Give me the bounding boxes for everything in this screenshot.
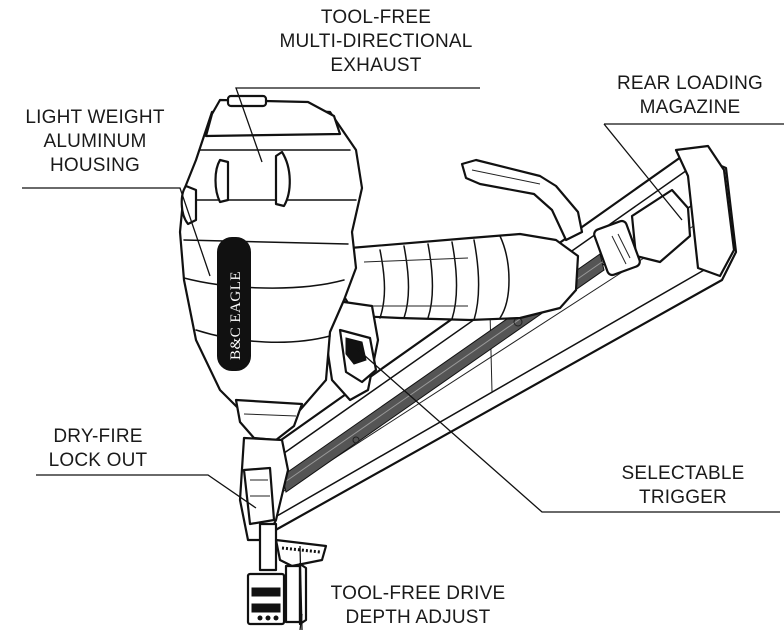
callout-trigger-line-1: SELECTABLE — [621, 463, 745, 484]
callout-exhaust-line-3: EXHAUST — [330, 55, 422, 76]
callout-exhaust-line-1: TOOL-FREE — [320, 7, 432, 28]
callout-magazine: REAR LOADING MAGAZINE — [596, 72, 784, 120]
brand-badge: B&C EAGLE — [217, 237, 251, 371]
rear-hook — [460, 158, 584, 242]
nose-assembly — [238, 436, 328, 626]
handle-grip — [338, 232, 580, 322]
trigger-assembly — [320, 298, 380, 402]
callout-dry-fire: DRY-FIRE LOCK OUT — [0, 425, 196, 473]
callout-magazine-line-1: REAR LOADING — [617, 73, 763, 94]
leader-lines — [22, 87, 784, 630]
callout-housing: LIGHT WEIGHT ALUMINUM HOUSING — [0, 106, 190, 178]
callout-depth-line-2: DEPTH ADJUST — [345, 607, 491, 628]
callout-exhaust: TOOL-FREE MULTI-DIRECTIONAL EXHAUST — [244, 6, 508, 78]
callout-trigger-line-2: TRIGGER — [639, 487, 727, 508]
callout-magazine-line-2: MAGAZINE — [639, 97, 741, 118]
callout-housing-line-1: LIGHT WEIGHT — [25, 107, 165, 128]
callout-exhaust-line-2: MULTI-DIRECTIONAL — [279, 31, 473, 52]
callout-depth-adjust: TOOL-FREE DRIVE DEPTH ADJUST — [318, 582, 518, 630]
brand-logo-text: B&C EAGLE — [228, 271, 244, 360]
main-housing: B&C EAGLE — [178, 94, 364, 442]
callout-housing-line-3: HOUSING — [49, 155, 141, 176]
callout-trigger: SELECTABLE TRIGGER — [588, 462, 778, 510]
rear-magazine-end — [593, 144, 736, 278]
callout-housing-line-2: ALUMINUM — [43, 131, 147, 152]
callout-dry-fire-line-2: LOCK OUT — [48, 450, 148, 471]
callout-depth-line-1: TOOL-FREE DRIVE — [330, 583, 506, 604]
callout-dry-fire-line-1: DRY-FIRE — [53, 426, 143, 447]
